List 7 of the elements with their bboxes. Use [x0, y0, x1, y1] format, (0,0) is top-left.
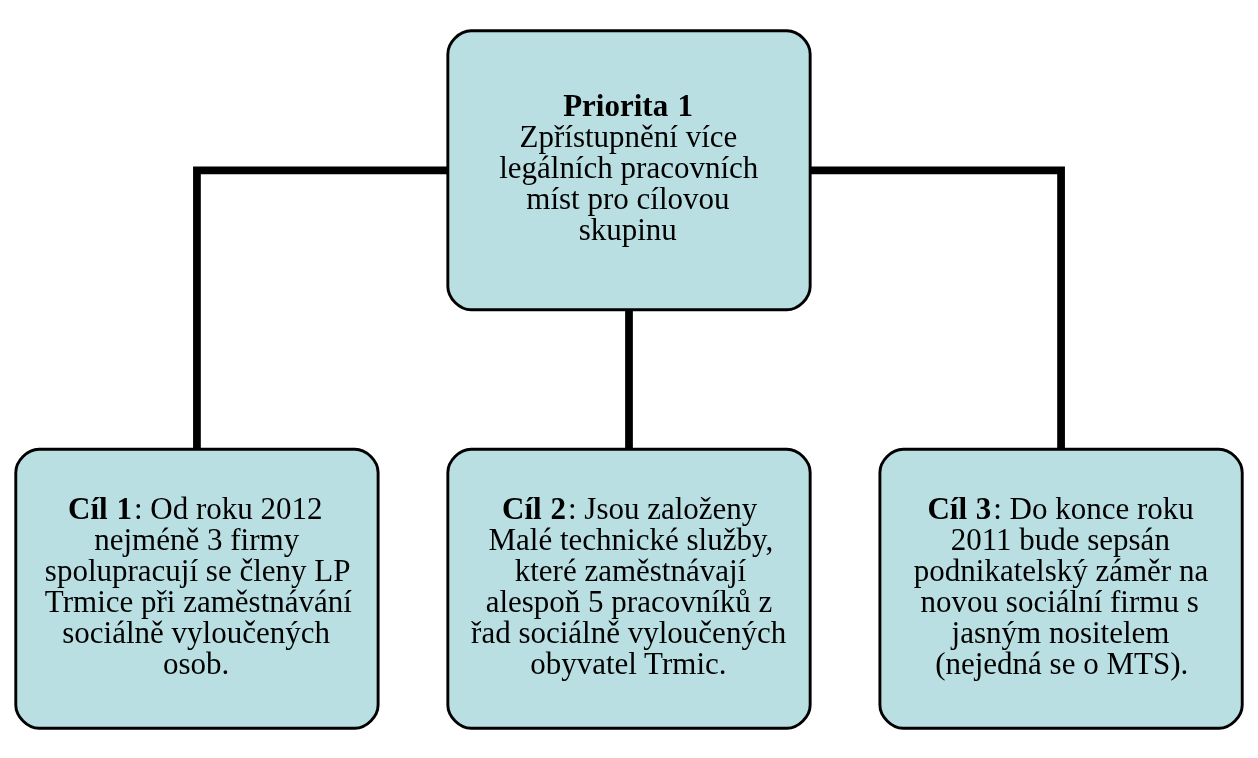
node-box: Cíl 3: Do konce roku 2011 bude sepsán podnikatelský záměr na novou sociální firmu s jasným nositelem (nejedná se o MTS).	[878, 447, 1244, 730]
connector	[193, 165, 448, 449]
node-box: Cíl 1: Od roku 2012 nejméně 3 firmy spolupracují se členy LP Trmice při zaměstnávání sociálně vyloučených osob.	[14, 447, 380, 730]
connector	[625, 309, 633, 449]
node-box: Priorita 1 Zpřístupnění více legálních pracovních míst pro cílovou skupinu	[446, 28, 812, 311]
node-box: Cíl 2: Jsou založeny Malé technické služby, které zaměstnávají alespoň 5 pracovníků z řad sociálně vyloučených obyvatel Trmic.	[446, 447, 812, 730]
connector	[810, 165, 1065, 449]
